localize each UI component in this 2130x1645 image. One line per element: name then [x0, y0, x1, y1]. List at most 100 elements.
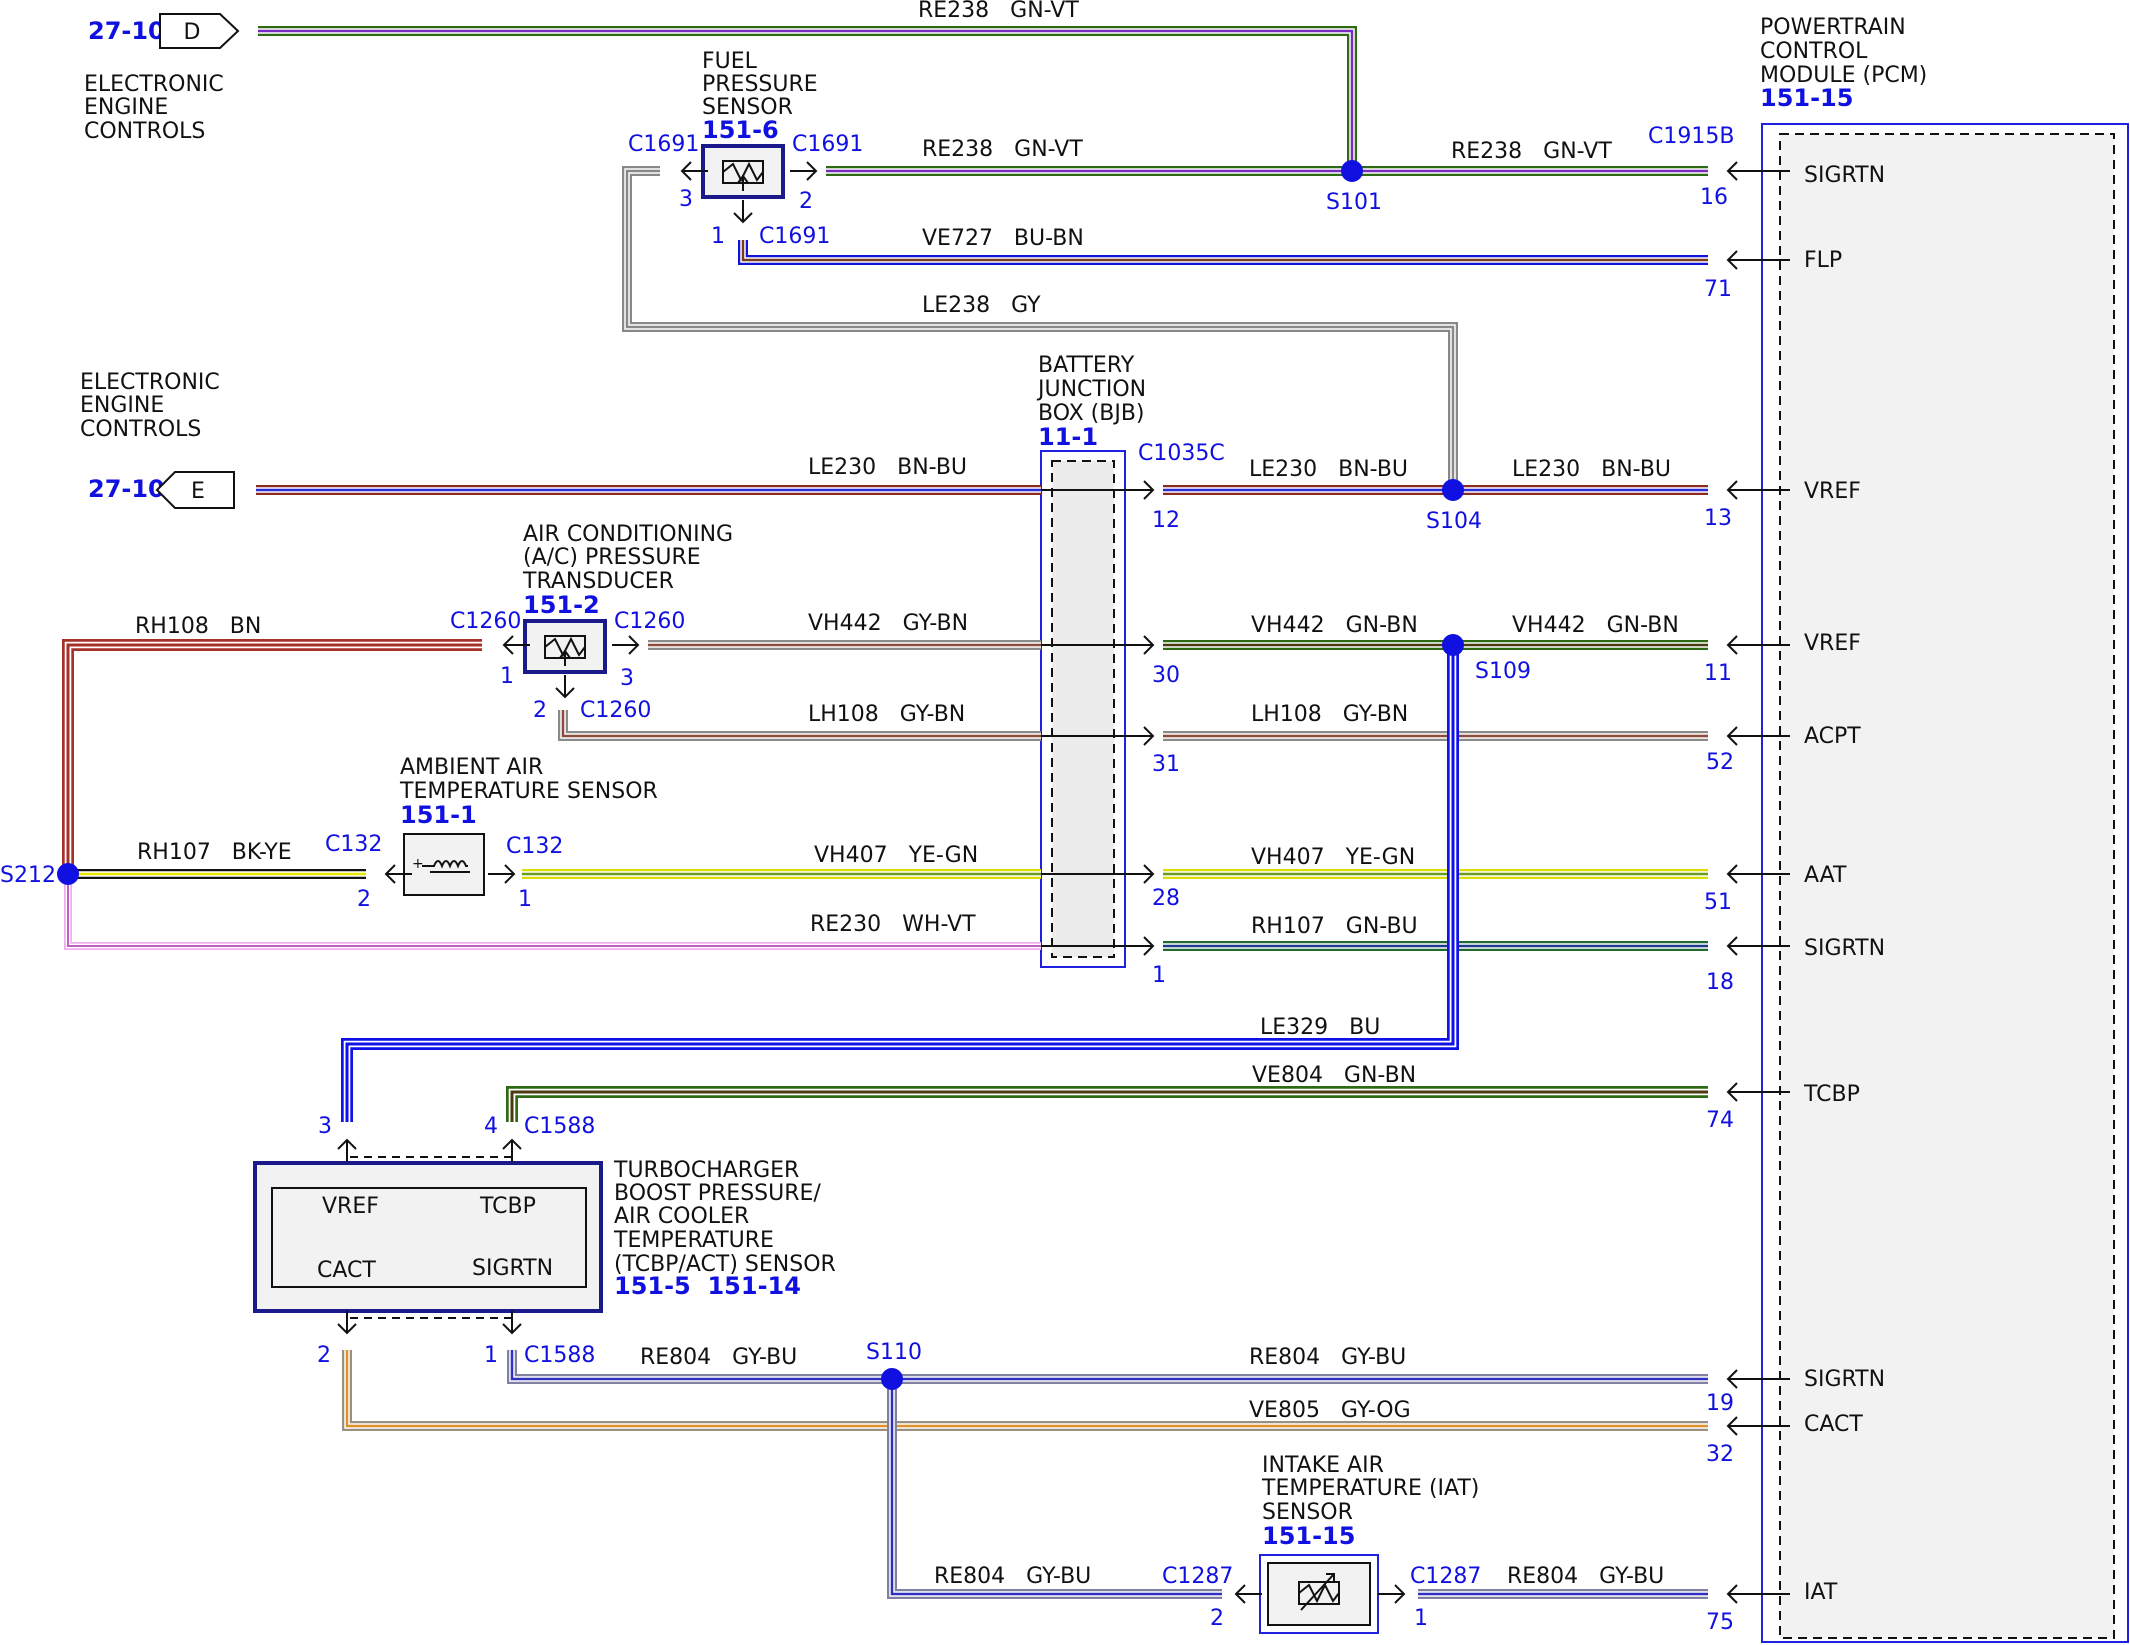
bjb-pin: 12 [1152, 508, 1180, 533]
wire-label-le230-pcm: LE230 BN-BU [1512, 457, 1671, 482]
splice-label-s104: S104 [1426, 509, 1482, 534]
tcbp-refs: 151-5 151-14 [614, 1272, 801, 1300]
connector-arrow-icon [612, 635, 640, 655]
wire-label-ve727: VE727 BU-BN [922, 226, 1084, 251]
splices: S101 S104 S109 S212 S110 [0, 160, 1531, 1390]
offpage-d-letter: D [184, 20, 201, 45]
wire-ve727 [738, 240, 1708, 265]
pcm-pin-name: SIGRTN [1804, 936, 1885, 961]
pcm-pin-name: IAT [1804, 1580, 1838, 1605]
ac-conn-right: C1260 [614, 609, 685, 634]
wire-label-re238-top: RE238 GN-VT [918, 0, 1079, 23]
offpage-connector-d[interactable]: 27-10 D ELECTRONIC ENGINE CONTROLS [84, 13, 240, 144]
bjb-connector: C1035C [1138, 441, 1225, 466]
splice-s109 [1442, 634, 1464, 656]
tcbp-conn-bottom: C1588 [524, 1343, 595, 1368]
connector-arrow-icon [502, 1138, 522, 1162]
bjb-module [1040, 450, 1126, 968]
wire-le238 [622, 166, 1458, 490]
wire-label-rh108: RH108 BN [135, 614, 261, 639]
fps-pin-right: 2 [799, 189, 813, 214]
wire-lh108-ac [558, 710, 1041, 741]
connector-arrow-icon [1234, 1584, 1262, 1604]
connector-arrow-icon [680, 161, 708, 181]
splice-label-s110: S110 [866, 1340, 922, 1365]
offpage-e-letter: E [191, 479, 205, 504]
iat-conn-right: C1287 [1410, 1564, 1481, 1589]
bjb-ref: 11-1 [1038, 423, 1098, 451]
pressure-sensor-icon [722, 160, 764, 191]
bjb-title-1: BATTERY [1038, 353, 1135, 378]
pcm-title-1: POWERTRAIN [1760, 15, 1906, 40]
pcm-pin-name: SIGRTN [1804, 163, 1885, 188]
bjb-labels: BATTERY JUNCTION BOX (BJB) 11-1 C1035C 1… [1036, 353, 1225, 988]
wire-label-vh442-ac: VH442 GY-BN [808, 611, 968, 636]
tcbp-title-5: (TCBP/ACT) SENSOR [614, 1252, 836, 1277]
pcm-pin-num: 74 [1706, 1108, 1734, 1133]
bjb-title-3: BOX (BJB) [1038, 401, 1145, 426]
pcm-title-3: MODULE (PCM) [1760, 63, 1927, 88]
pcm-title-2: CONTROL [1760, 39, 1868, 64]
wire-label-re804-pcm2: RE804 GY-BU [1507, 1564, 1664, 1589]
fps-conn-bottom: C1691 [759, 224, 830, 249]
wire-label-re804-left: RE804 GY-BU [640, 1345, 797, 1370]
ac-title-3: TRANSDUCER [522, 569, 674, 594]
pcm-pin-name: AAT [1804, 863, 1847, 888]
fps-pin-bottom: 1 [711, 224, 725, 249]
wire-label-ve804: VE804 GN-BN [1252, 1063, 1416, 1088]
offpage-connector-e[interactable]: ELECTRONIC ENGINE CONTROLS 27-10 E [80, 370, 235, 509]
fps-ref: 151-6 [702, 116, 779, 144]
aat-conn-left: C132 [325, 832, 382, 857]
offpage-d-page: 27-10 [88, 17, 165, 45]
tcbp-pin-vref: 3 [318, 1114, 332, 1139]
aat-conn-right: C132 [506, 834, 563, 859]
aat-pin-left: 2 [357, 887, 371, 912]
pcm-pin-num: 71 [1704, 277, 1732, 302]
tcbp-conn-top: C1588 [524, 1114, 595, 1139]
iat-pin-left: 2 [1210, 1606, 1224, 1631]
wire-label-le230-e: LE230 BN-BU [808, 455, 967, 480]
tcbp-pin-cact: 2 [317, 1343, 331, 1368]
pcm-connector: C1915B [1648, 124, 1734, 149]
iat-sensor[interactable]: INTAKE AIR TEMPERATURE (IAT) SENSOR 151-… [1162, 1453, 1481, 1634]
pcm-pin-num: 11 [1704, 661, 1732, 686]
pcm-pin-name: ACPT [1804, 724, 1861, 749]
wire-labels: RE238 GN-VT RE238 GN-VT RE238 GN-VT VE72… [135, 0, 1679, 1589]
bjb-pin: 31 [1152, 752, 1180, 777]
bjb-title-2: JUNCTION [1036, 377, 1146, 402]
wire-ve805 [342, 1350, 1708, 1431]
offpage-e-label-1: ELECTRONIC [80, 370, 220, 395]
tcbp-title-1: TURBOCHARGER [613, 1158, 799, 1183]
pcm-pin-name: FLP [1804, 248, 1842, 273]
tcbp-title-4: TEMPERATURE [613, 1228, 774, 1253]
wire-rh108 [62, 639, 482, 874]
bjb-pin: 30 [1152, 663, 1180, 688]
tcbp-pin-sigrtn: 1 [484, 1343, 498, 1368]
connector-arrow-icon [733, 200, 753, 224]
fps-conn-right: C1691 [792, 132, 863, 157]
iat-pin-right: 1 [1414, 1606, 1428, 1631]
connector-arrow-icon [488, 864, 516, 884]
splice-s212 [57, 863, 79, 885]
offpage-e-label-2: ENGINE [80, 393, 164, 418]
ambient-air-temp-sensor[interactable]: AMBIENT AIR TEMPERATURE SENSOR 151-1 + C… [325, 755, 658, 912]
ac-conn-left: C1260 [450, 609, 521, 634]
ac-pin-bottom: 2 [533, 698, 547, 723]
tcbp-pin-tcbp: 4 [484, 1114, 498, 1139]
offpage-d-label-3: CONTROLS [84, 119, 205, 144]
iat-conn-left: C1287 [1162, 1564, 1233, 1589]
wire-label-rh107-bkye: RH107 BK-YE [137, 840, 292, 865]
aat-pin-right: 1 [518, 887, 532, 912]
offpage-e-page: 27-10 [88, 475, 165, 503]
ac-pressure-transducer[interactable]: AIR CONDITIONING (A/C) PRESSURE TRANSDUC… [450, 522, 733, 723]
tcbp-act-sensor[interactable]: VREF TCBP CACT SIGRTN TURBOCHARGER BOOST… [253, 1114, 836, 1368]
connector-arrow-icon [337, 1311, 357, 1335]
wire-label-ve805: VE805 GY-OG [1249, 1398, 1411, 1423]
pcm-pin-name: SIGRTN [1804, 1367, 1885, 1392]
pcm-pin-num: 13 [1704, 506, 1732, 531]
wire-le329 [341, 645, 1459, 1122]
pcm-pin-num: 32 [1706, 1442, 1734, 1467]
connector-arrows [337, 161, 1790, 1604]
splice-label-s101: S101 [1326, 190, 1382, 215]
connector-arrow-icon [790, 161, 818, 181]
